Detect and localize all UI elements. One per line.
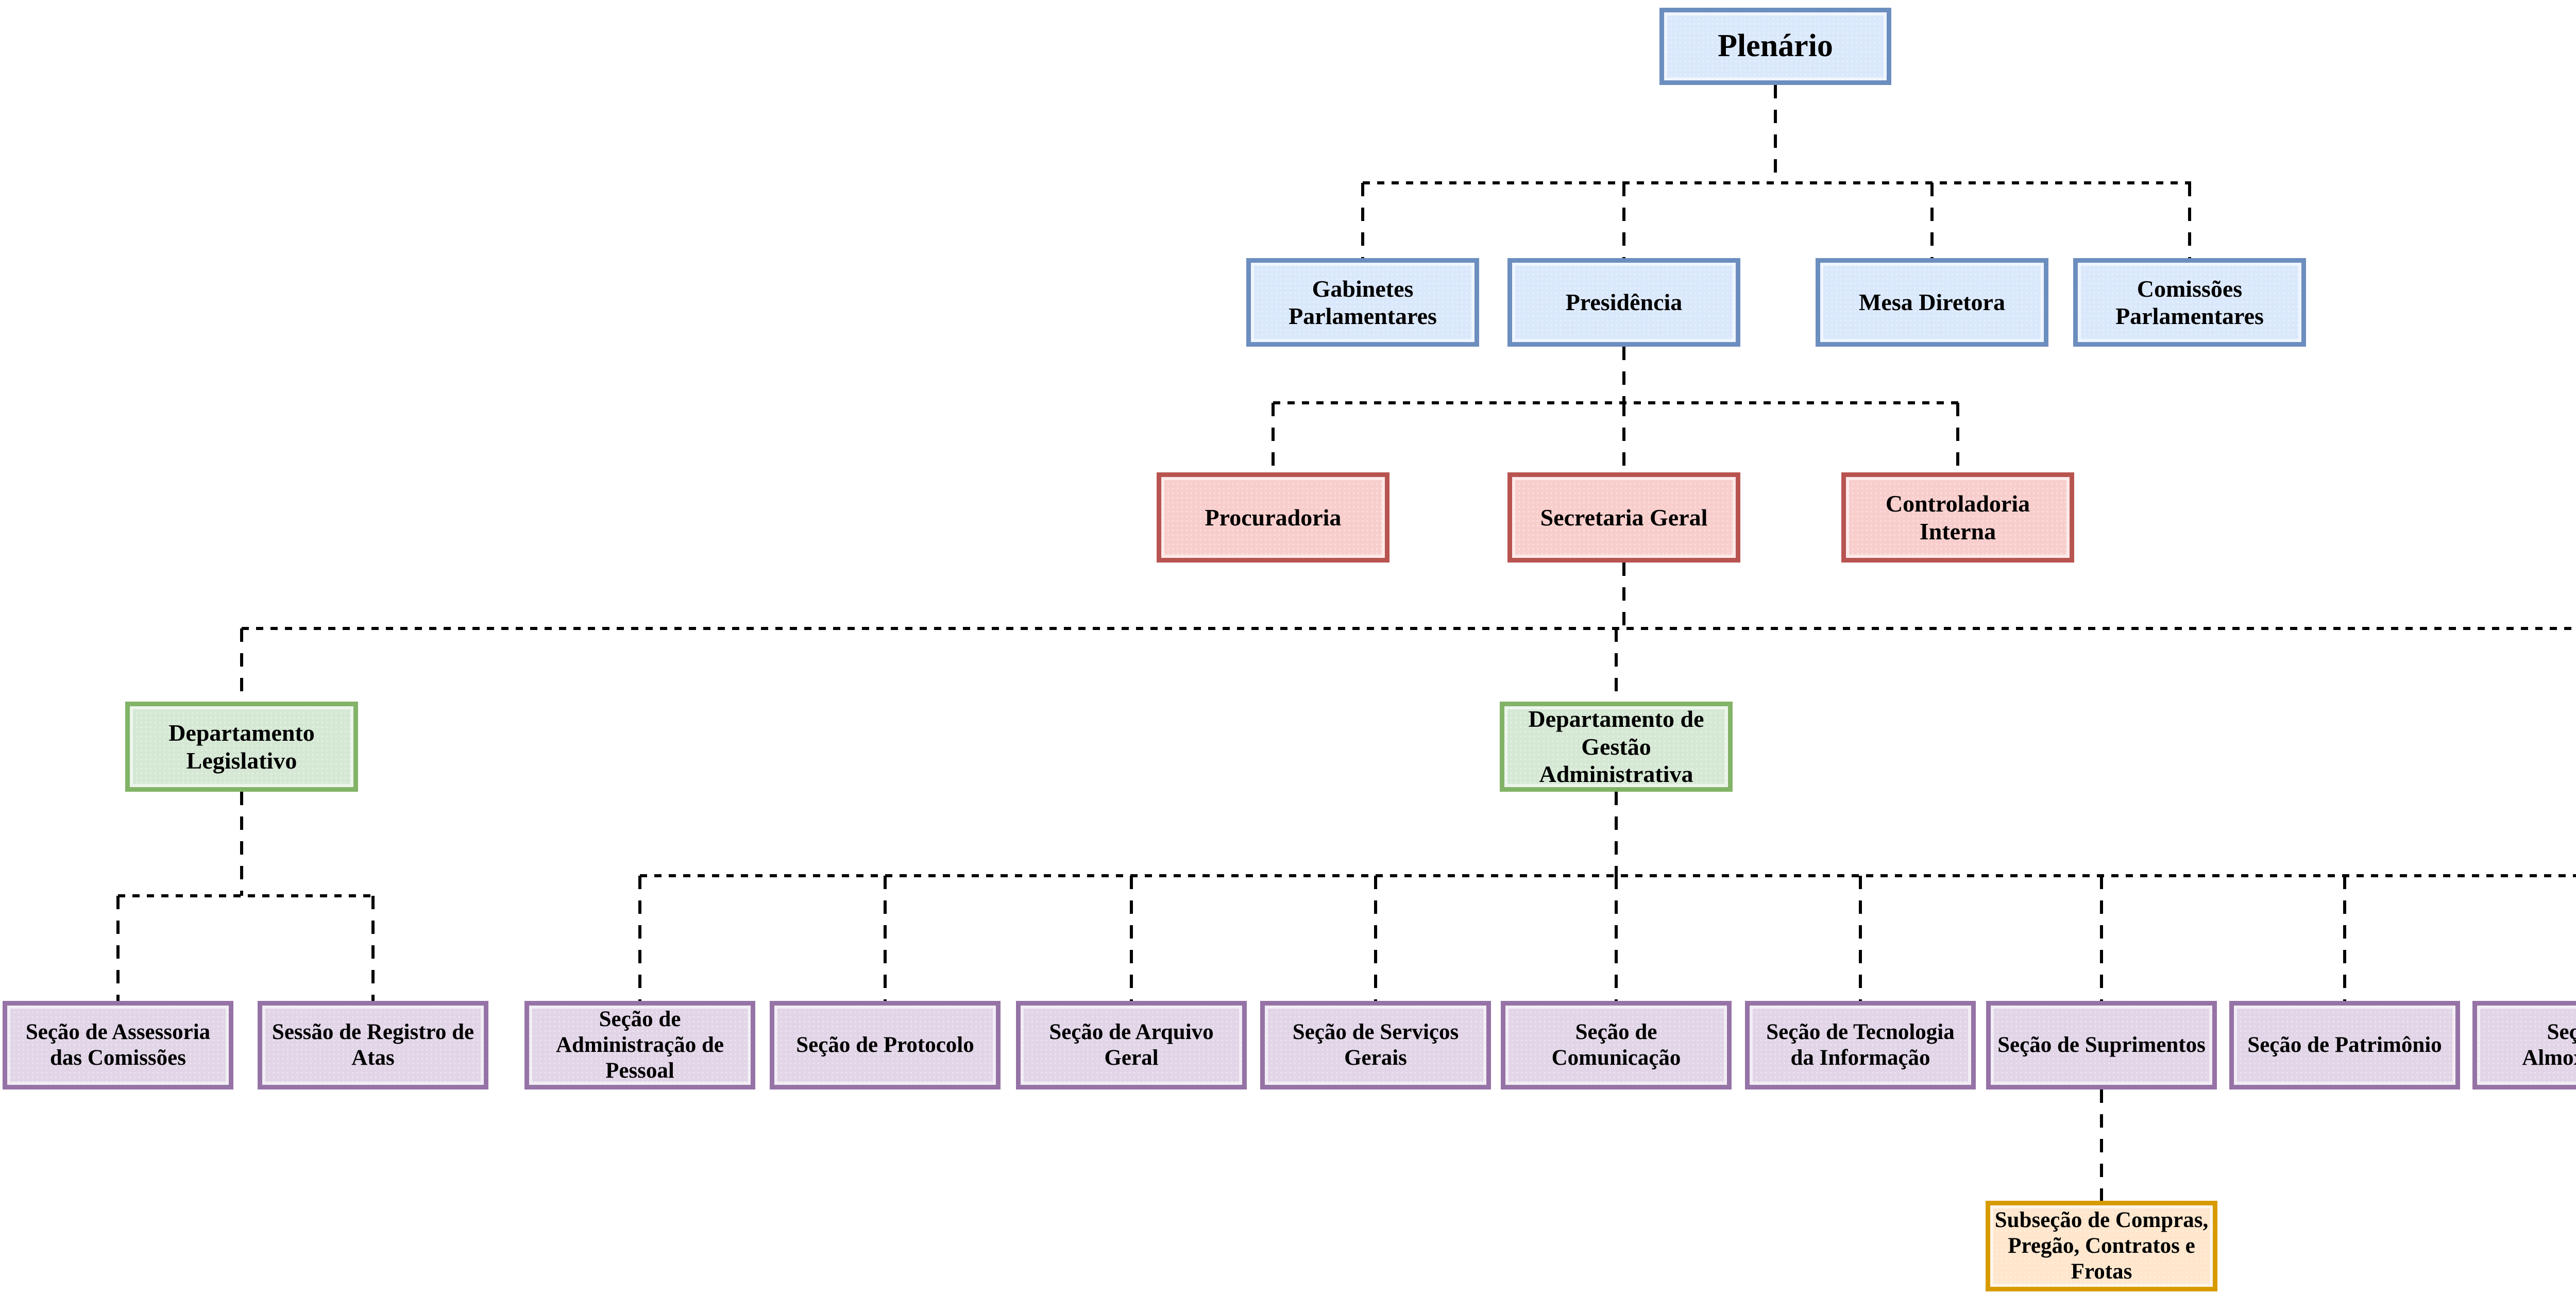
connector-line [2100,1089,2103,1201]
node-label: Seção de Suprimentos [1997,1033,2206,1058]
node-label: Seção de Arquivo Geral [1049,1020,1214,1070]
node-label: Seção de Comunicação [1551,1020,1681,1070]
node-label: Departamento Legislativo [168,720,315,774]
connector-line [2343,876,2346,1001]
node-label: Departamento de Gestão Administrativa [1528,706,1704,788]
connector-line [1622,403,1625,472]
connector-line [1859,876,1862,1001]
connector-line [2188,183,2191,258]
node-subsecao-compras-pregao-contratos-frotas[interactable]: Subseção de Compras, Pregão, Contratos e… [1986,1201,2217,1291]
node-secao-arquivo-geral[interactable]: Seção de Arquivo Geral [1016,1001,1247,1089]
node-sessao-registro-atas[interactable]: Sessão de Registro de Atas [258,1001,488,1089]
node-mesa-diretora[interactable]: Mesa Diretora [1816,258,2048,347]
node-label: Gabinetes Parlamentares [1289,275,1437,329]
node-label: Comissões Parlamentares [2115,275,2264,329]
node-gabinetes-parlamentares[interactable]: Gabinetes Parlamentares [1246,258,1479,347]
node-label: Seção de Protocolo [796,1033,974,1058]
connector-line [1930,183,1934,258]
node-label: Seção de Administração de Pessoal [555,1007,724,1083]
node-label: Subseção de Compras, Pregão, Contratos e… [1994,1208,2209,1284]
connector-line [2100,876,2103,1001]
node-plenario[interactable]: Plenário [1659,8,1891,85]
node-label: Seção de Patrimônio [2247,1033,2442,1058]
connector-line [1615,792,1618,876]
connector-line [371,896,375,1001]
node-label: Seção de Almoxarifado [2522,1020,2576,1070]
node-label: Procuradoria [1205,504,1342,531]
node-label: Controladoria Interna [1885,490,2030,544]
connector-line [1374,876,1377,1001]
node-label: Sessão de Registro de Atas [272,1020,474,1070]
node-secretaria-geral[interactable]: Secretaria Geral [1507,472,1740,563]
connector-line [1130,876,1133,1001]
connector-line [242,627,2576,630]
connector-line [1615,876,1618,1001]
connector-line [640,874,2576,877]
connector-line [116,896,120,1001]
connector-line [240,792,243,896]
connector-line [1615,628,1618,702]
connector-line [118,894,375,897]
node-secao-patrimonio[interactable]: Seção de Patrimônio [2229,1001,2460,1089]
node-secao-comunicacao[interactable]: Seção de Comunicação [1501,1001,1732,1089]
node-secao-tecnologia-informacao[interactable]: Seção de Tecnologia da Informação [1745,1001,1976,1089]
connector-line [1622,347,1625,403]
connector-line [1272,403,1275,472]
connector-line [240,628,243,702]
node-label: Mesa Diretora [1859,289,2005,316]
node-label: Seção de Assessoria das Comissões [25,1020,211,1070]
node-label: Plenário [1718,28,1833,64]
node-secao-assessoria-comissoes[interactable]: Seção de Assessoria das Comissões [3,1001,233,1089]
connector-line [1774,85,1777,183]
node-label: Presidência [1565,289,1683,316]
node-presidencia[interactable]: Presidência [1507,258,1740,347]
node-label: Secretaria Geral [1540,504,1708,531]
node-label: Seção de Tecnologia da Informação [1766,1020,1955,1070]
node-procuradoria[interactable]: Procuradoria [1157,472,1389,563]
connector-line [1361,183,1364,258]
node-secao-almoxarifado[interactable]: Seção de Almoxarifado [2472,1001,2576,1089]
node-label: Seção de Serviços Gerais [1292,1020,1459,1070]
connector-line [1622,563,1625,628]
connector-line [1273,401,1959,404]
node-departamento-gestao-administrativa[interactable]: Departamento de Gestão Administrativa [1500,702,1733,792]
node-departamento-legislativo[interactable]: Departamento Legislativo [125,702,358,792]
node-comissoes-parlamentares[interactable]: Comissões Parlamentares [2073,258,2306,347]
connector-line [638,876,641,1001]
connector-line [1622,183,1625,258]
node-secao-servicos-gerais[interactable]: Seção de Serviços Gerais [1260,1001,1491,1089]
connector-line [1956,403,1959,472]
connector-line [1363,181,2191,184]
node-secao-protocolo[interactable]: Seção de Protocolo [770,1001,1001,1089]
node-controladoria-interna[interactable]: Controladoria Interna [1841,472,2074,563]
node-secao-suprimentos[interactable]: Seção de Suprimentos [1986,1001,2217,1089]
node-secao-administracao-pessoal[interactable]: Seção de Administração de Pessoal [524,1001,755,1089]
connector-line [884,876,887,1001]
